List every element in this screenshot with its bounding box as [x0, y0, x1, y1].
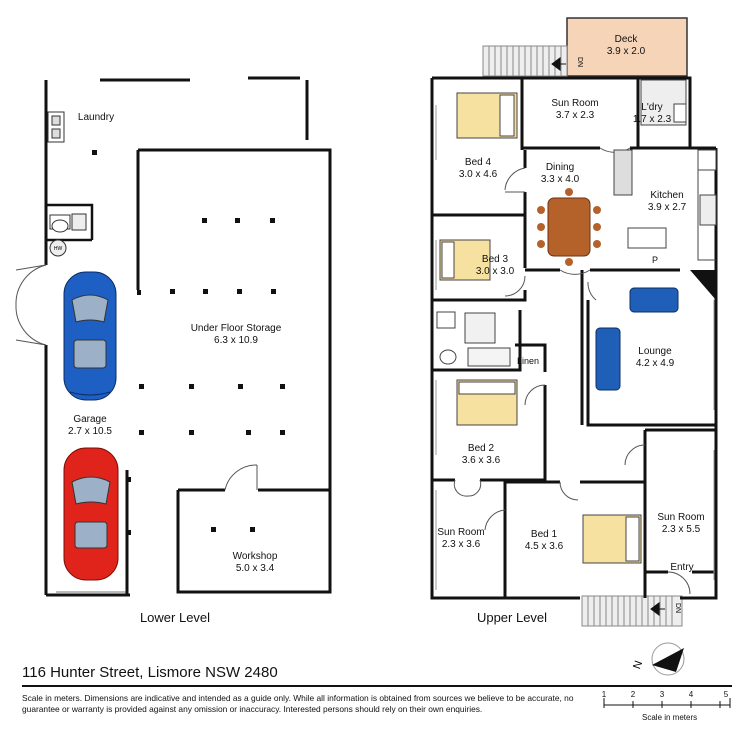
- room-label-sun-room-east: Sun Room 2.3 x 5.5: [657, 512, 705, 535]
- hot-water-icon: [49, 239, 67, 257]
- pantry-label: P: [651, 255, 659, 265]
- stair-dn-label-top: DN: [576, 57, 583, 67]
- hw-label: HW: [54, 246, 63, 252]
- room-label-laundry-upper: L'dry 1.7 x 2.3: [632, 102, 672, 125]
- room-label-bed4: Bed 4 3.0 x 4.6: [458, 157, 498, 180]
- room-label-lounge: Lounge 4.2 x 4.9: [635, 346, 675, 369]
- room-label-sun-room-west: Sun Room 2.3 x 3.6: [437, 527, 485, 550]
- laundry-tub-icon: [47, 111, 65, 143]
- scale-tick-1: 1: [601, 690, 607, 699]
- room-label-bed3: Bed 3 3.0 x 3.0: [475, 254, 515, 277]
- toilet-icon: [49, 213, 87, 233]
- scale-title: Scale in meters: [642, 713, 698, 722]
- stairs-bottom: [581, 595, 683, 627]
- stairs-top: [482, 45, 568, 77]
- lower-level-caption: Lower Level: [139, 610, 211, 625]
- room-label-bed1: Bed 1 4.5 x 3.6: [524, 529, 564, 552]
- room-label-bed2: Bed 2 3.6 x 3.6: [461, 443, 501, 466]
- doors: [453, 147, 691, 595]
- workshop-door: [224, 464, 258, 491]
- north-arrow-icon: [651, 642, 685, 676]
- room-label-garage: Garage 2.7 x 10.5: [68, 414, 112, 437]
- bathroom-fixtures: [436, 311, 511, 367]
- room-label-kitchen: Kitchen 3.9 x 2.7: [647, 190, 687, 213]
- garage-door: [15, 264, 47, 346]
- upper-level-walls: [430, 76, 718, 600]
- disclaimer-text: Scale in meters. Dimensions are indicati…: [22, 693, 574, 714]
- laundry-upper-fixtures: [640, 79, 687, 126]
- windows: [435, 105, 715, 590]
- kitchen-fixtures: [613, 149, 717, 261]
- room-label-laundry: Laundry: [77, 112, 115, 123]
- scale-tick-5: 5: [723, 690, 729, 699]
- room-label-deck: Deck 3.9 x 2.0: [606, 34, 646, 57]
- scale-tick-3: 3: [659, 690, 665, 699]
- deck-area: [566, 17, 688, 77]
- entry-label: Entry: [670, 562, 694, 573]
- sofa-icons: [595, 287, 679, 391]
- scale-tick-2: 2: [630, 690, 636, 699]
- bed-icons: [439, 92, 642, 564]
- room-label-workshop: Workshop 5.0 x 3.4: [232, 551, 278, 574]
- scale-tick-4: 4: [688, 690, 694, 699]
- divider: [22, 685, 732, 687]
- room-label-dining: Dining 3.3 x 4.0: [540, 162, 580, 185]
- upper-level-caption: Upper Level: [476, 610, 548, 625]
- stair-void: [690, 270, 716, 300]
- dining-table-icon: [537, 188, 601, 266]
- room-label-sun-room-north: Sun Room 3.7 x 2.3: [551, 98, 599, 121]
- stair-dn-label-bottom: DN: [674, 603, 681, 613]
- room-label-under-floor-storage: Under Floor Storage 6.3 x 10.9: [190, 323, 282, 346]
- support-columns: [92, 150, 285, 535]
- stair-down-arrows: [551, 57, 665, 616]
- property-address: 116 Hunter Street, Lismore NSW 2480: [22, 664, 278, 681]
- north-label: N: [631, 659, 645, 671]
- blue-car-icon: [63, 271, 117, 401]
- scale-bar: [603, 698, 731, 708]
- linen-label: Linen: [516, 356, 540, 366]
- red-car-icon: [63, 447, 119, 581]
